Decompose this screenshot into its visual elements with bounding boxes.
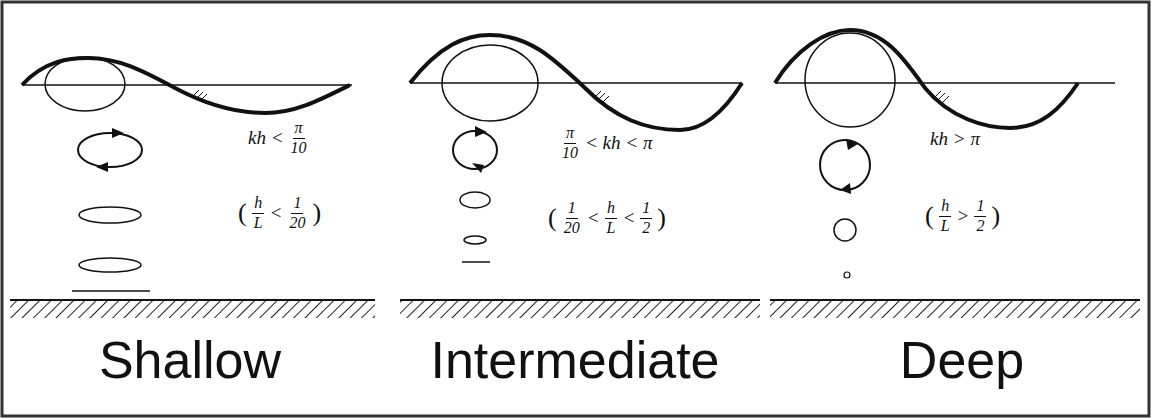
denominator: 2 xyxy=(640,219,652,237)
fraction: 120 xyxy=(562,200,582,237)
numerator: h xyxy=(939,198,951,217)
numerator: π xyxy=(293,120,305,139)
fraction: π10 xyxy=(560,125,580,162)
formula: (hL<120) xyxy=(238,195,321,232)
fraction: hL xyxy=(252,195,265,232)
regime-label: Intermediate xyxy=(430,330,719,390)
formula: kh >π xyxy=(930,128,980,150)
parenthesis: ( xyxy=(238,198,247,228)
numerator: 1 xyxy=(566,200,578,219)
denominator: 10 xyxy=(560,144,580,162)
parenthesis: ) xyxy=(657,203,666,233)
denominator: 2 xyxy=(974,217,986,235)
denominator: L xyxy=(605,219,618,237)
formula-text: kh > xyxy=(930,128,966,150)
formula-text: π xyxy=(971,128,981,150)
denominator: 10 xyxy=(289,139,309,157)
formula-text: < xyxy=(270,202,283,224)
denominator: L xyxy=(939,217,952,235)
formula-text: < kh < xyxy=(585,132,638,154)
formula-text: < xyxy=(622,207,635,229)
formula-text: > xyxy=(957,205,970,227)
denominator: 20 xyxy=(287,214,307,232)
formula: π10< kh <π xyxy=(560,125,653,162)
formula-text: < xyxy=(587,207,600,229)
fraction: 12 xyxy=(974,198,986,235)
numerator: 1 xyxy=(974,198,986,217)
regime-label: Shallow xyxy=(99,330,281,390)
numerator: h xyxy=(605,200,617,219)
formula-text: π xyxy=(643,132,653,154)
parenthesis: ) xyxy=(312,198,321,228)
fraction: π10 xyxy=(289,120,309,157)
formula: (120<hL<12) xyxy=(548,200,666,237)
numerator: 1 xyxy=(640,200,652,219)
formula-text: kh < xyxy=(248,127,284,149)
fraction: hL xyxy=(605,200,618,237)
numerator: π xyxy=(564,125,576,144)
formula: (hL>12) xyxy=(925,198,1000,235)
fraction: 120 xyxy=(287,195,307,232)
fraction: hL xyxy=(939,198,952,235)
parenthesis: ( xyxy=(548,203,557,233)
parenthesis: ) xyxy=(991,201,1000,231)
fraction: 12 xyxy=(640,200,652,237)
numerator: h xyxy=(252,195,264,214)
denominator: L xyxy=(252,214,265,232)
parenthesis: ( xyxy=(925,201,934,231)
regime-label: Deep xyxy=(900,330,1024,390)
numerator: 1 xyxy=(291,195,303,214)
formula: kh <π10 xyxy=(248,120,309,157)
denominator: 20 xyxy=(562,219,582,237)
